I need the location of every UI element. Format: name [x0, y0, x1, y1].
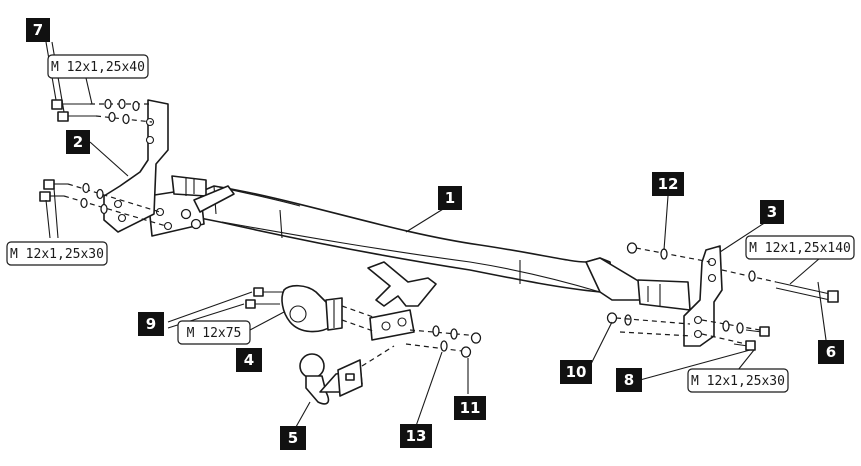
- tag-4: 4: [236, 348, 262, 372]
- svg-text:8: 8: [624, 371, 634, 389]
- tag-5: 5: [280, 426, 306, 450]
- svg-text:3: 3: [767, 203, 777, 221]
- svg-text:9: 9: [146, 315, 156, 333]
- tag-13: 13: [400, 424, 432, 448]
- svg-text:6: 6: [826, 343, 836, 361]
- bolts-lower-left: [39, 179, 167, 227]
- left-end-bracket: [147, 175, 235, 237]
- svg-text:4: 4: [244, 351, 254, 369]
- center-bracket: [367, 261, 437, 341]
- tag-7: 7: [26, 18, 50, 42]
- spec-label-m12-140: M 12x1,25x140: [745, 235, 855, 260]
- tag-10: 10: [560, 360, 592, 384]
- svg-text:7: 7: [33, 21, 43, 39]
- spec-label-m12-30-right: M 12x1,25x30: [687, 368, 789, 393]
- tag-12: 12: [652, 172, 684, 196]
- tag-6: 6: [818, 340, 844, 364]
- crossbar-part-1: [199, 185, 691, 311]
- svg-text:M 12x1,25x40: M 12x1,25x40: [51, 60, 145, 75]
- nuts-washers-center: [405, 325, 482, 358]
- svg-text:1: 1: [445, 189, 455, 207]
- svg-text:12: 12: [658, 175, 679, 193]
- spec-label-m12-75: M 12x75: [177, 320, 251, 345]
- svg-text:M 12x1,25x30: M 12x1,25x30: [691, 374, 785, 389]
- long-bolt-part-6: [721, 269, 839, 303]
- svg-text:M 12x1,25x30: M 12x1,25x30: [10, 247, 104, 262]
- nuts-washers-right: [606, 242, 711, 337]
- bolts-part-8: [701, 319, 770, 351]
- spec-label-m12-40: M 12x1,25x40: [47, 54, 149, 79]
- tag-2: 2: [66, 130, 90, 154]
- tag-8: 8: [616, 368, 642, 392]
- svg-text:11: 11: [460, 399, 481, 417]
- tag-3: 3: [760, 200, 784, 224]
- spec-label-m12-30-left: M 12x1,25x30: [6, 241, 108, 266]
- tag-11: 11: [454, 396, 486, 420]
- svg-text:5: 5: [288, 429, 298, 447]
- svg-text:10: 10: [566, 363, 587, 381]
- tag-1: 1: [438, 186, 462, 210]
- tow-ball-part-5: [299, 345, 395, 405]
- svg-text:13: 13: [406, 427, 427, 445]
- tag-9: 9: [138, 312, 164, 336]
- svg-text:M 12x1,25x140: M 12x1,25x140: [749, 241, 851, 256]
- ball-mount-part-4: [281, 284, 377, 333]
- bolts-part-9: [245, 287, 284, 309]
- svg-text:2: 2: [73, 133, 83, 151]
- bolts-part-7: [51, 98, 153, 125]
- svg-text:M 12x75: M 12x75: [187, 326, 242, 341]
- side-bracket-part-3: [683, 245, 723, 347]
- side-bracket-part-2: [103, 99, 169, 233]
